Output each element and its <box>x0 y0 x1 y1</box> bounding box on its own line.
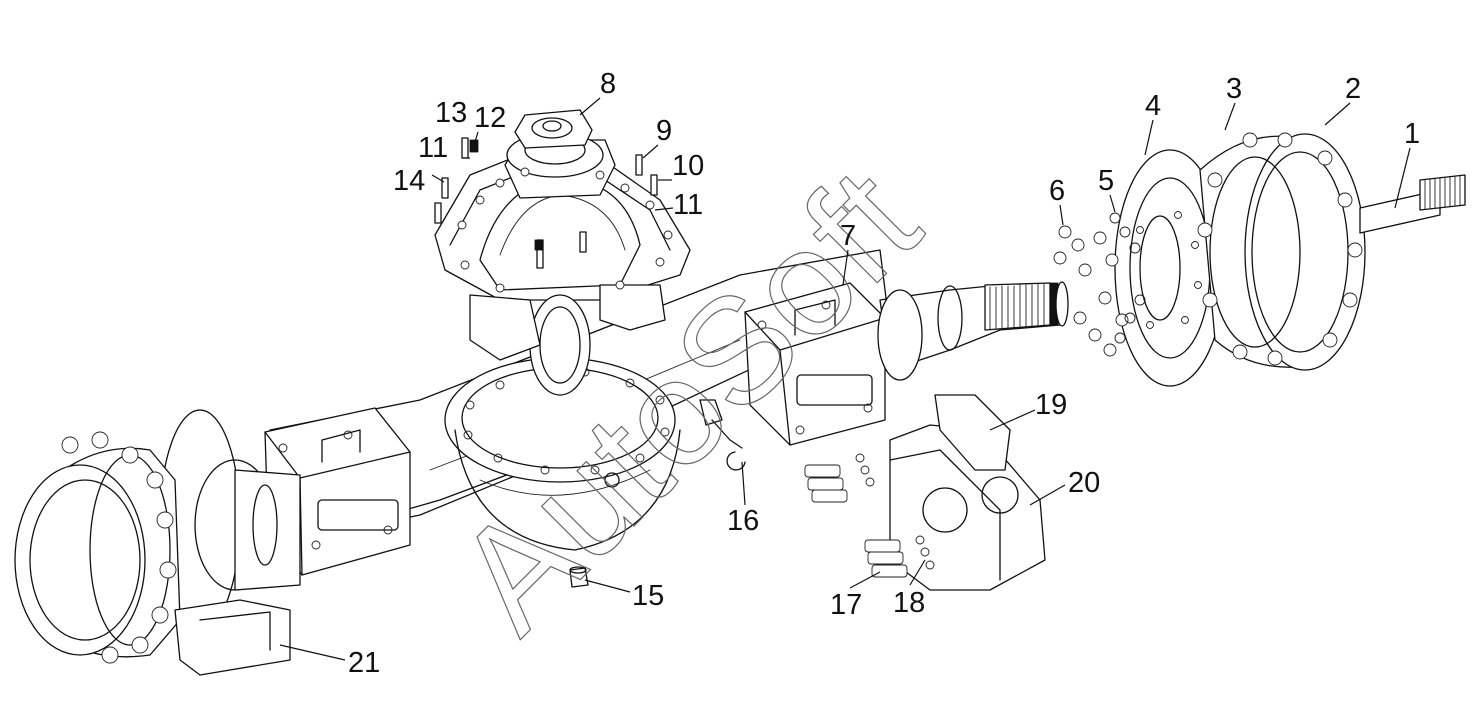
right-spindle <box>877 281 1069 381</box>
leader-lines <box>279 97 1411 661</box>
callout-11-left: 11 <box>418 132 448 164</box>
callout-18: 18 <box>893 587 925 619</box>
axle-shaft <box>1359 174 1466 234</box>
wheel-hub-right <box>1197 132 1366 371</box>
callout-5: 5 <box>1098 165 1114 197</box>
callout-16: 16 <box>727 505 759 537</box>
callout-2: 2 <box>1345 73 1361 105</box>
callout-21: 21 <box>348 647 380 679</box>
callout-17: 17 <box>830 589 862 621</box>
wheel-hub-left <box>14 409 301 676</box>
callout-14: 14 <box>393 165 425 197</box>
small-parts <box>569 399 746 588</box>
axle-beam <box>264 249 891 576</box>
brake-caliper-right <box>804 394 1046 591</box>
callout-9: 9 <box>656 115 672 147</box>
bolts-and-washers-right <box>1053 212 1146 357</box>
callout-10: 10 <box>672 150 704 182</box>
callout-8: 8 <box>600 68 616 100</box>
callout-20: 20 <box>1068 467 1100 499</box>
callout-4: 4 <box>1145 90 1161 122</box>
callout-labels: 1 2 3 4 5 6 7 8 9 10 11 11 12 13 14 15 1… <box>348 68 1420 679</box>
differential-carrier <box>434 109 691 396</box>
callout-3: 3 <box>1226 73 1242 105</box>
callout-11-right: 11 <box>673 189 703 221</box>
callout-12: 12 <box>474 102 506 134</box>
callout-1: 1 <box>1404 118 1420 150</box>
callout-6: 6 <box>1049 175 1065 207</box>
callout-19: 19 <box>1035 389 1067 421</box>
callout-15: 15 <box>632 580 664 612</box>
callout-13: 13 <box>435 97 467 129</box>
callout-7: 7 <box>840 220 856 252</box>
